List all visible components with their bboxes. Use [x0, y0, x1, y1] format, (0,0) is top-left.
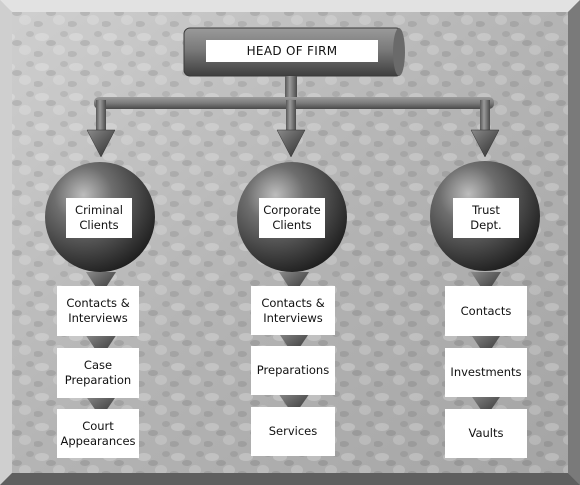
step-box: Contacts: [445, 286, 527, 336]
connector-drop-3: [480, 100, 490, 132]
connector-drop-1: [96, 100, 106, 132]
step-box: Contacts & Interviews: [57, 286, 139, 336]
step-arrow-1a: [86, 272, 116, 295]
step-arrow-3b: [470, 333, 502, 357]
step-arrow-3a: [471, 272, 501, 295]
department-label-criminal: Criminal Clients: [66, 198, 132, 238]
connector-drop-2: [286, 100, 296, 132]
frame-right: [568, 0, 580, 485]
step-box: Case Preparation: [57, 348, 139, 398]
step-arrow-1c: [85, 395, 117, 418]
step-arrow-2b: [278, 332, 310, 356]
step-box: Contacts & Interviews: [251, 286, 335, 335]
department-label-corporate: Corporate Clients: [259, 198, 325, 238]
step-box: Court Appearances: [57, 409, 139, 458]
connector-stem: [285, 76, 297, 102]
step-arrow-1b: [85, 334, 117, 358]
frame-bottom: [0, 473, 580, 485]
step-arrow-3c: [470, 394, 502, 417]
step-arrow-2a: [279, 272, 309, 295]
head-of-firm-label: HEAD OF FIRM: [206, 40, 378, 62]
head-bar-cap: [393, 28, 405, 76]
step-box: Vaults: [445, 409, 527, 458]
frame-top: [0, 0, 580, 12]
department-label-trust: Trust Dept.: [453, 198, 519, 238]
frame-left: [0, 0, 12, 485]
arrowhead-1: [86, 129, 116, 158]
step-box: Investments: [445, 348, 527, 397]
arrowhead-2: [276, 129, 306, 158]
step-box: Preparations: [251, 346, 335, 395]
arrowhead-3: [470, 129, 500, 158]
step-arrow-2c: [278, 393, 310, 416]
step-box: Services: [251, 407, 335, 456]
